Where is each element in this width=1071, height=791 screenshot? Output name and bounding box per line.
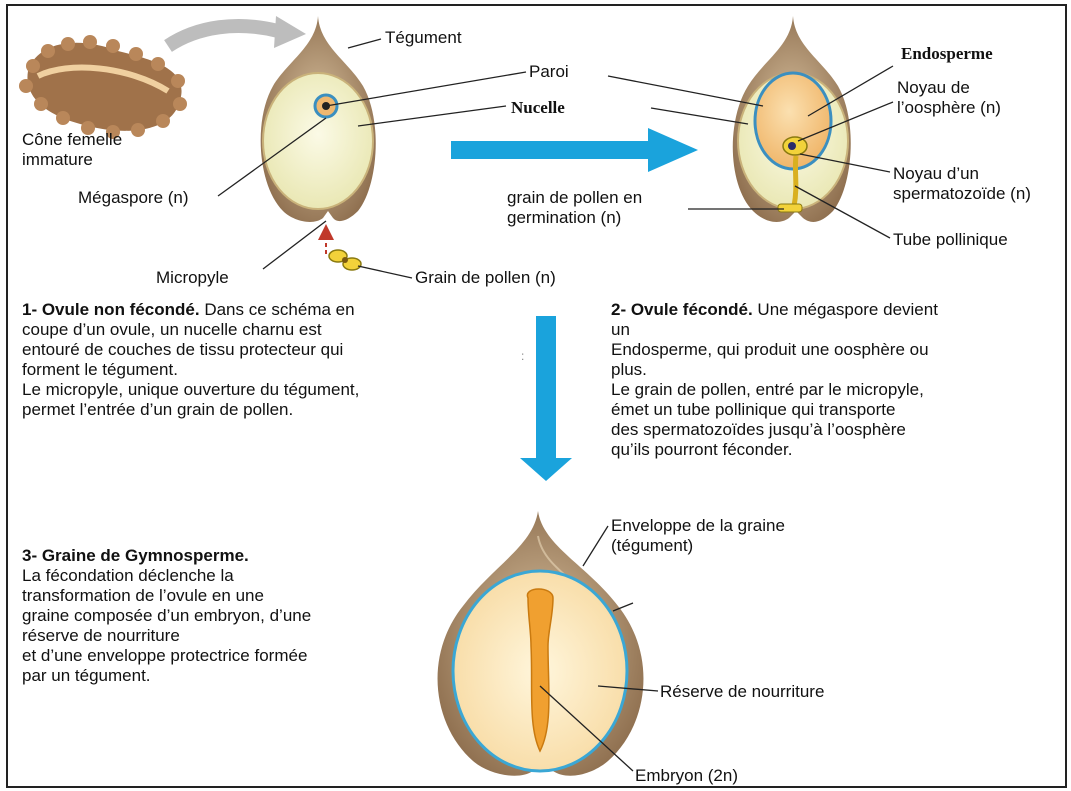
caption-1-line3: entouré de couches de tissu protecteur q… <box>22 340 502 360</box>
label-noyau-oosphere-2: l’oosphère (n) <box>897 98 1001 118</box>
label-micropyle: Micropyle <box>156 268 229 288</box>
label-cone-line1: Cône femelle <box>22 130 122 150</box>
label-megaspore: Mégaspore (n) <box>78 188 189 208</box>
ovule-fertilized <box>733 16 851 222</box>
caption-ovule-feconde: 2- Ovule fécondé. Une mégaspore devient … <box>611 300 1061 460</box>
label-nucelle: Nucelle <box>511 98 565 118</box>
caption-3-line6: par un tégument. <box>22 666 442 686</box>
caption-1-line5: Le micropyle, unique ouverture du tégume… <box>22 380 502 400</box>
caption-2-line2: un <box>611 320 1061 340</box>
label-germination-2: germination (n) <box>507 208 621 228</box>
caption-2-line1: Une mégaspore devient <box>753 300 938 319</box>
diagram-frame: Tégument Paroi Nucelle Cône femelle imma… <box>6 4 1067 788</box>
caption-1-line2: coupe d’un ovule, un nucelle charnu est <box>22 320 502 340</box>
label-enveloppe-1: Enveloppe de la graine <box>611 516 785 536</box>
caption-2-line3: Endosperme, qui produit une oosphère ou <box>611 340 1061 360</box>
label-noyau-sperm-2: spermatozoïde (n) <box>893 184 1031 204</box>
pollen-grain <box>329 250 361 270</box>
caption-3-line2: transformation de l’ovule en une <box>22 586 442 606</box>
label-tegument: Tégument <box>385 28 462 48</box>
caption-2-line8: qu’ils pourront féconder. <box>611 440 1061 460</box>
caption-2-line6: émet un tube pollinique qui transporte <box>611 400 1061 420</box>
right-arrow <box>451 128 698 172</box>
caption-3-line3: graine composée d’un embryon, d’une <box>22 606 442 626</box>
label-noyau-sperm-1: Noyau d’un <box>893 164 979 184</box>
immature-cone-illustration <box>19 35 187 139</box>
label-noyau-oosphere-1: Noyau de <box>897 78 970 98</box>
label-grain-pollen: Grain de pollen (n) <box>415 268 556 288</box>
caption-3-line4: réserve de nourriture <box>22 626 442 646</box>
label-embryon: Embryon (2n) <box>635 766 738 786</box>
label-reserve: Réserve de nourriture <box>660 682 824 702</box>
stray-mark: : <box>521 346 524 366</box>
caption-2-title: 2- Ovule fécondé. <box>611 300 753 319</box>
caption-2-line5: Le grain de pollen, entré par le micropy… <box>611 380 1061 400</box>
caption-graine: 3- Graine de Gymnosperme. La fécondation… <box>22 546 442 686</box>
caption-1-title: 1- Ovule non fécondé. <box>22 300 200 319</box>
label-cone-line2: immature <box>22 150 93 170</box>
label-paroi: Paroi <box>529 62 569 82</box>
caption-3-line5: et d’une enveloppe protectrice formée <box>22 646 442 666</box>
label-germination-1: grain de pollen en <box>507 188 642 208</box>
ovule-unfertilized <box>261 16 376 222</box>
caption-1-line6: permet l’entrée d’un grain de pollen. <box>22 400 502 420</box>
caption-1-line4: forment le tégument. <box>22 360 502 380</box>
caption-2-line7: des spermatozoïdes jusqu’à l’oosphère <box>611 420 1061 440</box>
caption-3-line1: La fécondation déclenche la <box>22 566 442 586</box>
caption-3-title: 3- Graine de Gymnosperme. <box>22 546 249 565</box>
grey-curved-arrow <box>168 26 278 46</box>
label-enveloppe-2: (tégument) <box>611 536 693 556</box>
caption-2-line4: plus. <box>611 360 1061 380</box>
down-arrow <box>520 316 572 481</box>
label-endosperme: Endosperme <box>901 44 993 64</box>
label-tube-pollinique: Tube pollinique <box>893 230 1008 250</box>
caption-ovule-non-feconde: 1- Ovule non fécondé. Dans ce schéma en … <box>22 300 502 420</box>
caption-1-line1: Dans ce schéma en <box>200 300 355 319</box>
